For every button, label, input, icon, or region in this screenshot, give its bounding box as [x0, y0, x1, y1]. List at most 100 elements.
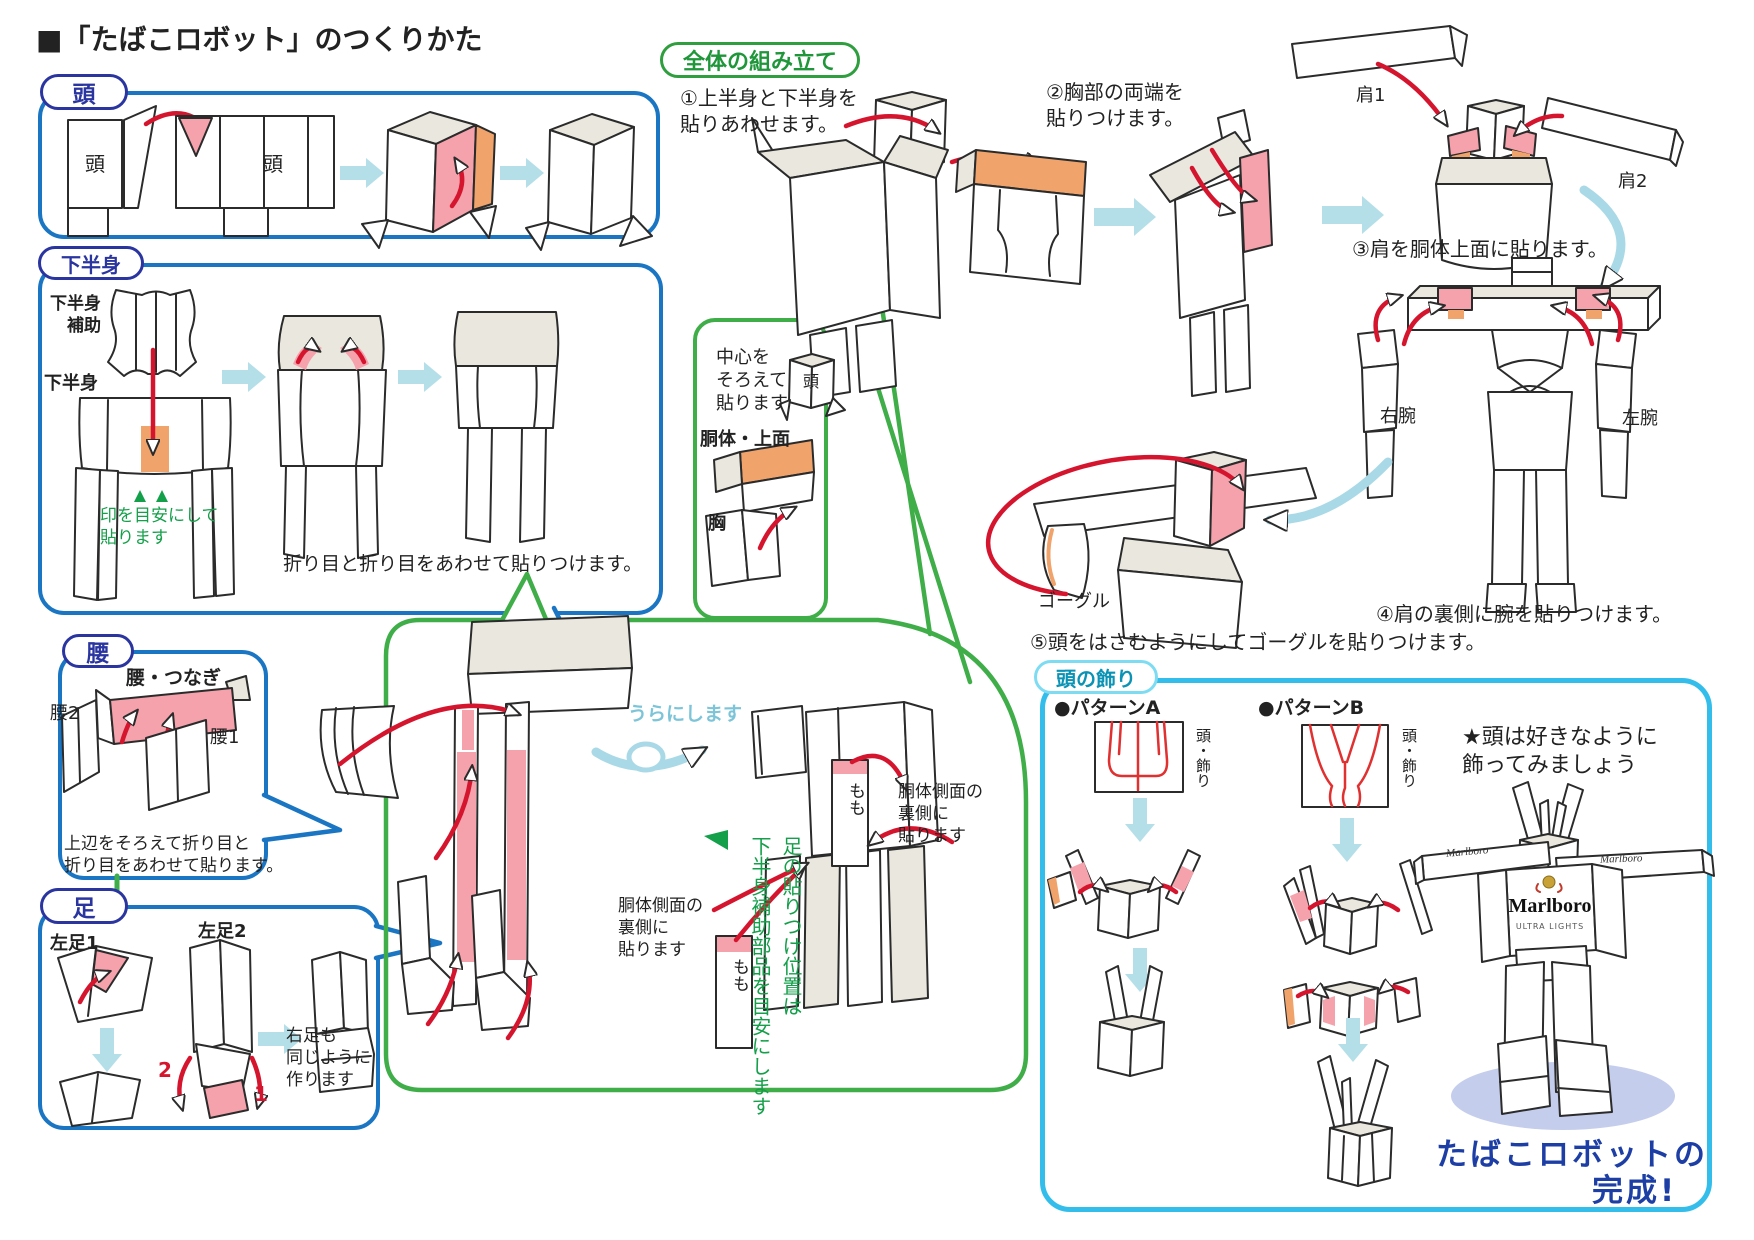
- part-label-goggle: ゴーグル: [1038, 591, 1110, 612]
- pattern-a-label: ●パターンA: [1054, 697, 1161, 719]
- part-label-lowerbody: 下半身: [44, 373, 98, 394]
- note-torso-side-left: 胴体側面の 裏側に 貼ります: [618, 896, 703, 960]
- finish-text-line1: たばこロボットの: [1436, 1137, 1708, 1173]
- section-label-lower-body: 下半身: [38, 246, 144, 280]
- pattern-b-fold-1: [1283, 859, 1433, 955]
- arrow-down-icon: [1125, 798, 1155, 842]
- red-arrow-icon: [870, 826, 955, 844]
- assembly-step-2: ②胸部の両端を 貼りつけます。: [1046, 80, 1185, 130]
- head-net-1: [67, 105, 157, 237]
- part-label-head-decor-a: 頭・飾り: [1194, 728, 1212, 788]
- lowerbody-aux-net: [107, 289, 197, 377]
- assembly-fig1: [751, 91, 949, 399]
- note-mark-guide: 印を目安にして 貼ります: [100, 506, 219, 548]
- part-label-left-arm: 左腕: [1622, 408, 1658, 429]
- part-label-shoulder1: 肩1: [1356, 85, 1386, 106]
- lowerbody-done: [453, 311, 560, 543]
- note-flip: うらにします: [628, 703, 743, 725]
- note-right-foot: 右足も 同じように 作ります: [286, 1026, 371, 1090]
- waist-piece-2: [61, 699, 100, 793]
- part-label-leftfoot1: 左足1: [50, 933, 99, 954]
- connector-waist-tail: [261, 792, 343, 843]
- leg-attach-frame: [383, 617, 1029, 1093]
- robot-arm-brand-right: Marlboro: [1599, 852, 1643, 866]
- lowerbody-joined: [277, 315, 387, 559]
- assembly-step-4: ④肩の裏側に腕を貼りつけます。: [1376, 602, 1673, 626]
- part-label-center-head: 頭: [803, 372, 820, 391]
- arrow-right-icon: [1322, 196, 1384, 234]
- center-torso-top-piece: [713, 439, 815, 513]
- part-label-waist2: 腰2: [50, 703, 80, 724]
- arrow-down-icon: [92, 1028, 122, 1072]
- pattern-b-label: ●パターンB: [1258, 697, 1365, 719]
- arrow-right-icon: [1094, 198, 1156, 236]
- pattern-a-square: [1094, 720, 1184, 793]
- waist-section-frame: [58, 650, 268, 880]
- note-decorate-freely: ★頭は好きなように 飾ってみましょう: [1462, 725, 1658, 779]
- assembly-step-1: ①上半身と下半身を 貼りあわせます。: [680, 86, 858, 136]
- lower-body-section-frame: [38, 263, 663, 615]
- pattern-b-square: [1301, 723, 1389, 808]
- foot-left1-piece: [57, 945, 153, 1023]
- arrow-right-icon: [340, 158, 384, 188]
- robot-body-brand: Marlboro: [1508, 895, 1592, 917]
- waist-piece-1: [145, 719, 210, 811]
- part-label-head-net1: 頭: [85, 152, 105, 176]
- assembly-robot-front: [1357, 257, 1661, 613]
- foot-left2-piece: [179, 939, 260, 1119]
- section-label-assembly: 全体の組み立て: [660, 42, 860, 78]
- section-label-foot: 足: [40, 888, 128, 924]
- assembly-chest-piece: [955, 149, 1087, 285]
- part-label-torso-top: 胴体・上面: [700, 429, 790, 450]
- assembly-fig2: [1149, 109, 1273, 397]
- part-label-right-arm: 右腕: [1380, 406, 1416, 427]
- center-head-box: [779, 353, 846, 421]
- red-arrow-icon: [711, 864, 806, 913]
- part-label-waist1: 腰1: [210, 727, 240, 748]
- part-label-shoulder2: 肩2: [1618, 171, 1648, 192]
- arrow-curve-icon: [1579, 185, 1626, 286]
- note-center-align: 中心を そろえて 貼ります: [716, 347, 788, 415]
- section-label-head-decor: 頭の飾り: [1034, 660, 1158, 694]
- momo-tag-right: [831, 753, 906, 867]
- legattach-before: [319, 615, 633, 1041]
- head-box-done: [525, 113, 653, 251]
- part-label-lowerbody-aux: 下半身 補助: [50, 294, 101, 336]
- arrow-right-icon: [500, 158, 544, 188]
- finish-text-line2: 完成!: [1592, 1173, 1678, 1209]
- arrow-down-icon: [1332, 818, 1362, 862]
- part-label-head-decor-b: 頭・飾り: [1400, 728, 1418, 788]
- leg-attach-frame-tail-up: [497, 571, 551, 627]
- part-label-waist-tsunagi: 腰・つなぎ: [126, 667, 222, 689]
- head-decor-section-frame: [1040, 678, 1712, 1212]
- robot-body-brand-sub: ULTRA LIGHTS: [1515, 922, 1585, 931]
- note-torso-side-right: 胴体側面の 裏側に 貼ります: [898, 782, 983, 846]
- arrow-curve-icon: [1270, 457, 1393, 520]
- assembly-goggle-fig: [985, 451, 1317, 649]
- head-box-gluing: [361, 111, 497, 249]
- part-label-momo-right: もも: [845, 782, 865, 816]
- momo-tag-left: [715, 866, 804, 1049]
- page-title: ■「たばこロボット」のつくりかた: [36, 23, 483, 56]
- pattern-a-done: [1097, 965, 1165, 1077]
- assembly-step-5: ⑤頭をはさむようにしてゴーグルを貼りつけます。: [1030, 630, 1486, 654]
- fold-order-1: 1: [254, 1082, 268, 1106]
- arrow-right-icon: [222, 362, 266, 392]
- head-net-2: [175, 115, 335, 237]
- pattern-b-done: [1317, 1055, 1393, 1187]
- part-label-chest: 胸: [708, 513, 726, 534]
- section-label-head: 頭: [40, 74, 128, 110]
- pattern-a-fold: [1047, 849, 1201, 939]
- foot-left1-done: [59, 1071, 141, 1127]
- assembly-fig3: [1291, 25, 1684, 270]
- note-waist-align: 上辺をそろえて折り目と 折り目をあわせて貼ります。: [64, 834, 284, 876]
- head-section-frame: [38, 91, 660, 239]
- robot-final: [1413, 781, 1715, 1117]
- part-label-momo-left: もも: [729, 958, 749, 992]
- part-label-head-net2: 頭: [263, 152, 283, 176]
- foot-section-frame: [38, 905, 380, 1130]
- note-fold-match: 折り目と折り目をあわせて貼りつけます。: [283, 553, 643, 575]
- pattern-b-fold-2: [1283, 977, 1421, 1037]
